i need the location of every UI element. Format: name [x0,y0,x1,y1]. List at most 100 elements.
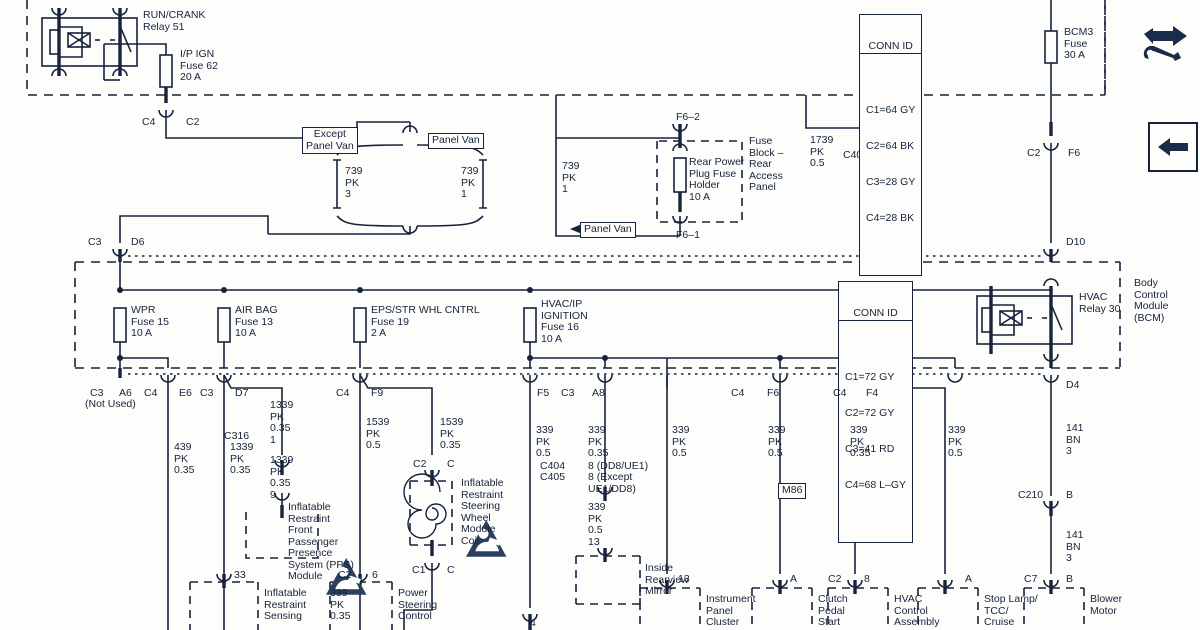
terminal-c4-top: C4 [142,116,156,128]
hvac-relay-label: HVAC Relay 30 [1079,291,1121,315]
terminal-4: 4 [530,617,536,629]
run-crank-relay-label: RUN/CRANK Relay 51 [143,9,206,33]
back-arrow-button[interactable] [1148,122,1198,172]
conn-id-bcm-header: CONN ID [839,306,913,321]
wire-339-coil-out: 339 PK 0.35 [330,587,351,622]
terminal-f6-1: F6–1 [676,229,700,241]
wire-1539-b: 1539 PK 0.35 [440,416,464,451]
terminal-a6: A6 [119,387,132,399]
conn-id-bcm-table: CONN ID C1=72 GY C2=72 GY C3=41 RD C4=68… [838,281,914,543]
terminal-c3-notused: C3 [90,387,104,399]
bcm-outline [74,261,1121,369]
conn-id-bcm-rows: C1=72 GY C2=72 GY C3=41 RD C4=68 L–GY [839,345,912,518]
terminal-c3-d6: C3 [88,236,102,248]
wire-739-pk-1: 739 PK 1 [461,165,479,200]
terminal-c2-top: C2 [186,116,200,128]
mirror-outline [575,555,641,605]
terminal-c2-hvac: C2 [828,573,842,585]
blower-outline [1023,587,1085,630]
terminal-e6: E6 [179,387,192,399]
wire-141-b: 141 BN 3 [1066,529,1084,564]
conn-id-row: C1=64 GY [866,104,916,116]
except-panel-van-tag: Except Panel Van [302,127,358,154]
terminal-a8: A8 [592,387,605,399]
terminal-a-clutch: A [790,573,798,585]
terminal-d4: D4 [1066,379,1080,391]
conn-id-row: C2=72 GY [845,407,895,419]
wire-1339-c: 1339 PK 0.35 [230,441,254,476]
terminal-c1-coil: C1 [412,564,426,576]
terminal-f6-bcm3: F6 [1068,147,1081,159]
panel-van-arrow-tag: Panel Van [580,222,636,238]
terminal-c-coil-bot: C [447,564,455,576]
terminal-b-c210: B [1066,489,1074,501]
bcm3-fuse-symbol [1044,30,1058,64]
wire-339-ipc: 339 PK 0.5 [672,424,690,459]
wrench-arrows-icon [1143,26,1187,61]
clutch-label: Clutch Pedal Start [818,593,848,628]
terminal-f4: F4 [866,387,879,399]
ip-ign-fuse-symbol [159,54,173,88]
airbag-warning-triangle-1 [326,558,367,595]
option-dd8-ue1: 8 (DD8/UE1) [588,460,649,472]
terminal-d6: D6 [131,236,145,248]
run-crank-relay-symbol [41,7,138,77]
sensing-module-label: Inflatable Restraint Sensing [264,587,307,622]
terminal-c2-bcm3: C2 [1027,147,1041,159]
back-arrow-icon [1158,138,1188,156]
conn-id-row: C3=41 RD [845,443,895,455]
hvac-control-outline [827,587,889,630]
conn-id-row: C1=72 GY [845,371,895,383]
terminal-c404: C404 [540,460,566,472]
wire-339-a8: 339 PK 0.35 [588,424,609,459]
terminal-6: 6 [372,569,378,581]
terminal-33: 33 [234,569,246,581]
clutch-outline [751,587,813,630]
wire-1739-pk: 1739 PK 0.5 [810,134,834,169]
terminal-c4-f9: C4 [336,387,350,399]
terminal-c4-f4: C4 [833,387,847,399]
stop-lamp-label: Stop Lamp/ TCC/ Cruise [984,593,1038,628]
wire-739-pk-3: 739 PK 3 [345,165,363,200]
terminal-c210: C210 [1018,489,1044,501]
wire-339-f4: 339 PK 0.35 [850,424,871,459]
hvac-relay-symbol [976,286,1073,354]
wire-1339-b: 1339 PK 0.35 9 [270,454,294,501]
terminal-c4-f6: C4 [731,387,745,399]
terminal-c406: C406 [843,149,869,161]
terminal-f6-2: F6–2 [676,111,700,123]
terminal-c405: C405 [540,471,566,483]
coil-spiral [403,473,447,539]
wire-339-stop: 339 PK 0.5 [948,424,966,459]
ip-ign-fuse-label: I/P IGN Fuse 62 20 A [180,48,218,83]
rear-power-plug-fuse-label: Rear Power Plug Fuse Holder 10 A [689,156,745,203]
wire-339-mirror: 339 PK 0.5 13 [588,501,606,548]
terminal-c2-coil: C2 [413,458,427,470]
terminal-f6: F6 [767,387,780,399]
terminal-c316: C316 [224,430,250,442]
terminal-c-coil-top: C [447,458,455,470]
terminal-c4-e6: C4 [144,387,158,399]
sensing-module-outline [189,581,259,630]
fuse-block-rear-label: Fuse Block – Rear Access Panel [749,135,784,193]
wire-1539-a: 1539 PK 0.5 [366,416,390,451]
conn-id-top-table: CONN ID C1=64 GY C2=64 BK C3=28 GY C4=28… [859,14,923,276]
terminal-c3-d7: C3 [200,387,214,399]
terminal-13-ipc: 13 [678,573,690,585]
conn-id-row: C4=68 L–GY [845,479,907,491]
conn-id-top-rows: C1=64 GY C2=64 BK C3=28 GY C4=28 BK [860,78,921,251]
m86-tag: M86 [778,483,807,499]
terminal-c3-a8: C3 [561,387,575,399]
pps-module-label: Inflatable Restraint Front Passenger Pre… [288,501,354,582]
panel-van-tag: Panel Van [428,133,484,149]
coil-outline [409,480,453,546]
hvac-control-label: HVAC Control Assembly [894,593,940,628]
option-except-ue1-dd8: 8 (Except UE1/DD8) [588,471,636,495]
pps-module-outline [245,512,319,559]
conn-id-row: C2=64 BK [866,140,915,152]
terminal-d10: D10 [1066,236,1086,248]
